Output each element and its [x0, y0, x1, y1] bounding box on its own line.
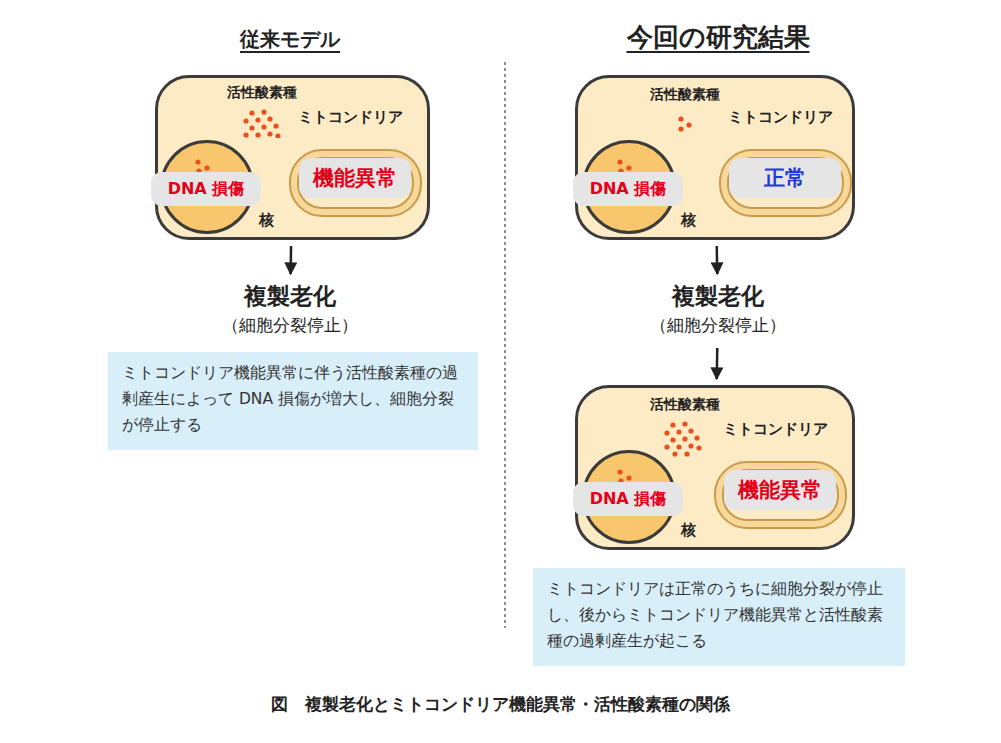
- ros-label: 活性酸素種: [643, 86, 727, 104]
- arrow-connector: [289, 246, 292, 274]
- column-heading: 今回の研究結果: [627, 20, 810, 55]
- mito-label: ミトコンドリア: [723, 420, 848, 439]
- ros-cluster: 活性酸素種: [222, 84, 302, 138]
- ros-dots: [222, 106, 302, 138]
- dna-damage-box: DNA 損傷: [573, 172, 683, 206]
- figure-caption: 図 複製老化とミトコンドリア機能異常・活性酸素種の関係: [271, 693, 730, 716]
- ros-dots: [643, 418, 727, 460]
- dna-damage-text: DNA 損傷: [590, 489, 667, 510]
- mitochondrion: ミトコンドリア機能異常: [713, 420, 848, 532]
- mitochondrion: ミトコンドリア正常: [718, 108, 853, 220]
- ros-label: 活性酸素種: [222, 84, 302, 102]
- note-text: ミトコンドリアは正常のうちに細胞分裂が停止し、後からミトコンドリア機能異常と活性…: [547, 576, 891, 654]
- nucleus-label: 核: [681, 211, 696, 230]
- dna-damage-text: DNA 損傷: [168, 179, 245, 200]
- senescence-subtitle: （細胞分裂停止）: [222, 312, 358, 338]
- senescence-step: 複製老化（細胞分裂停止）: [618, 280, 818, 342]
- ros-cluster: 活性酸素種: [643, 396, 727, 460]
- ros-label: 活性酸素種: [643, 396, 727, 414]
- mito-state-box: 正常: [729, 158, 841, 198]
- column-heading: 従来モデル: [240, 26, 340, 53]
- senescence-title: 複製老化: [244, 280, 336, 312]
- dashed-divider: [504, 62, 505, 628]
- senescence-subtitle: （細胞分裂停止）: [650, 312, 786, 338]
- note-box: ミトコンドリアは正常のうちに細胞分裂が停止し、後からミトコンドリア機能異常と活性…: [533, 568, 905, 666]
- mito-state-text: 機能異常: [313, 164, 397, 192]
- mito-state-text: 正常: [764, 164, 806, 192]
- mito-state-text: 機能異常: [738, 476, 822, 504]
- ros-cluster: 活性酸素種: [643, 86, 727, 136]
- note-box: ミトコンドリア機能異常に伴う活性酸素種の過剰産生によって DNA 損傷が増大し、…: [108, 352, 478, 450]
- cell-outline: 活性酸素種ミトコンドリア機能異常核 DNA 損傷: [575, 385, 855, 550]
- mito-state-box: 機能異常: [724, 470, 836, 510]
- mito-state-box: 機能異常: [299, 158, 411, 198]
- mito-label: ミトコンドリア: [728, 108, 853, 127]
- nucleus-label: 核: [681, 521, 696, 540]
- note-text: ミトコンドリア機能異常に伴う活性酸素種の過剰産生によって DNA 損傷が増大し、…: [122, 360, 464, 438]
- dna-damage-box: DNA 損傷: [151, 172, 261, 206]
- cell-outline: 活性酸素種ミトコンドリア機能異常核 DNA 損傷: [155, 75, 430, 240]
- nucleus-label: 核: [259, 211, 274, 230]
- arrow-connector: [715, 348, 718, 379]
- senescence-title: 複製老化: [672, 280, 764, 312]
- mitochondrion: ミトコンドリア機能異常: [288, 108, 423, 220]
- dna-damage-text: DNA 損傷: [590, 179, 667, 200]
- dna-damage-box: DNA 損傷: [573, 482, 683, 516]
- senescence-step: 複製老化（細胞分裂停止）: [190, 280, 390, 342]
- mito-label: ミトコンドリア: [298, 108, 423, 127]
- ros-dots: [643, 108, 727, 136]
- arrow-connector: [715, 246, 718, 274]
- cell-outline: 活性酸素種ミトコンドリア正常核 DNA 損傷: [575, 75, 855, 240]
